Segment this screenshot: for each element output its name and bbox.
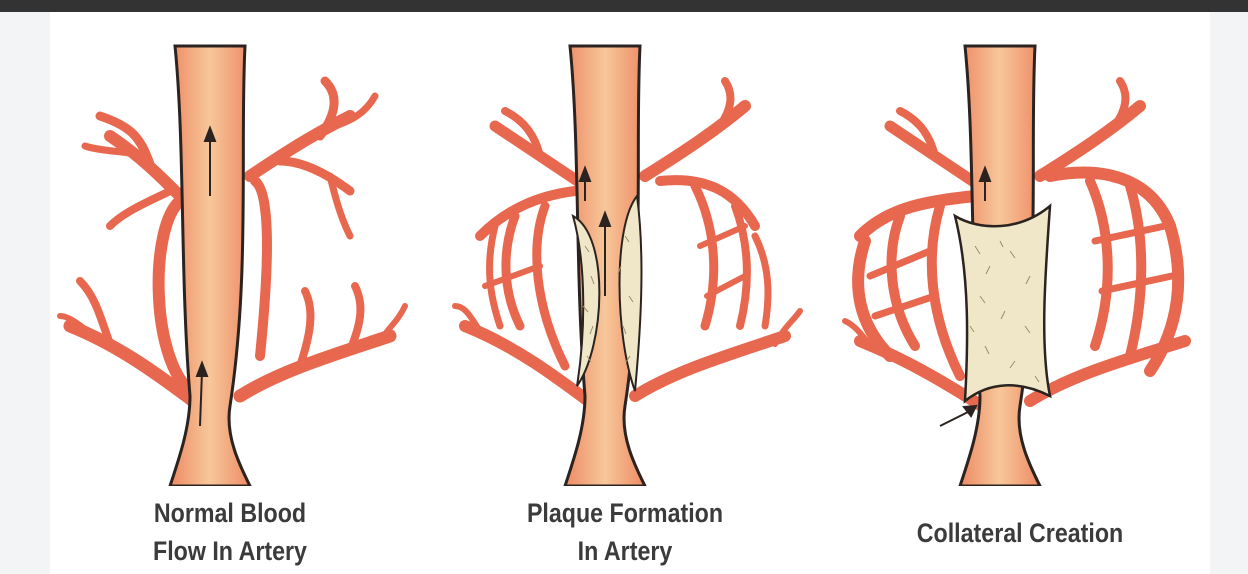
panel-plaque-formation: Plaque Formation In Artery [445, 26, 805, 574]
main-artery [168, 44, 252, 486]
plaque-deposit-left [571, 213, 601, 387]
plaque-artery-illustration [452, 44, 803, 486]
caption-collateral-creation: Collateral Creation [865, 514, 1175, 552]
caption-line: Flow In Artery [153, 536, 307, 566]
caption-line: Normal Blood [153, 498, 307, 528]
normal-artery-illustration [57, 44, 408, 486]
plaque-deposit-right [618, 193, 643, 392]
caption-line: Plaque Formation [526, 498, 724, 528]
panel-normal-flow: Normal Blood Flow In Artery [50, 26, 410, 574]
top-bar [0, 0, 1248, 12]
caption-line: In Artery [577, 536, 673, 566]
collateral-artery-illustration [842, 44, 1191, 486]
caption-plaque-formation: Plaque Formation In Artery [470, 494, 780, 570]
caption-normal-flow: Normal Blood Flow In Artery [75, 494, 385, 570]
diagram-card: Normal Blood Flow In Artery [50, 12, 1210, 574]
plaque-blockage [953, 203, 1052, 404]
panel-collateral-creation: Collateral Creation [840, 26, 1200, 574]
caption-line: Collateral Creation [916, 518, 1124, 548]
